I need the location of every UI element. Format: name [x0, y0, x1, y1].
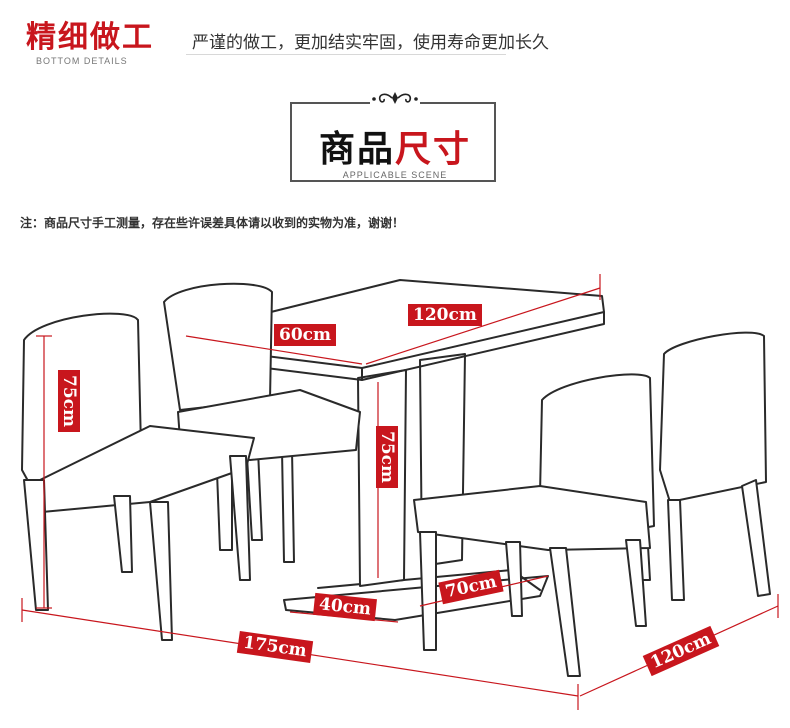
size-emblem: 商品尺寸 APPLICABLE SCENE [290, 92, 500, 186]
chair-front-right-leg-d [625, 539, 647, 627]
chair-front-right-leg-c [549, 547, 581, 677]
header: 精细做工 BOTTOM DETAILS 严谨的做工，更加结实牢固，使用寿命更加长… [0, 0, 790, 80]
section-title: 精细做工 [26, 20, 154, 55]
chair-front-right-leg-b [505, 541, 523, 617]
emblem-frame: 商品尺寸 APPLICABLE SCENE [290, 102, 496, 182]
furniture-line-drawing [21, 274, 779, 710]
emblem-subtitle: APPLICABLE SCENE [342, 170, 448, 180]
emblem-title-black: 商品 [318, 128, 395, 170]
chair-front-left-leg-d [229, 455, 251, 581]
chair-front-left-leg-c [149, 501, 173, 641]
chair-back-right-back [659, 331, 767, 503]
chair-front-left-leg-b [113, 495, 133, 573]
emblem-title: 商品尺寸 [292, 120, 498, 172]
dim-label-table-width: 60cm [274, 324, 336, 346]
dim-label-table-length: 120cm [408, 304, 482, 326]
chair-front-right-leg-a [419, 531, 437, 651]
table-top-edge-right [361, 311, 605, 381]
dim-label-table-height: 75cm [376, 426, 398, 488]
header-divider [186, 54, 506, 55]
dim-line-table-length [365, 287, 601, 365]
chair-front-right-seat [413, 485, 651, 551]
section-subtitle: 严谨的做工，更加结实牢固，使用寿命更加长久 [192, 33, 549, 53]
dim-label-chair-height: 75cm [58, 370, 80, 432]
dim-line-table-width [185, 335, 363, 365]
chair-back-right-leg-a [667, 499, 685, 601]
chair-front-left-leg-a [23, 479, 49, 611]
emblem-title-red: 尺寸 [395, 128, 472, 170]
chair-back-right-leg-b [741, 479, 771, 597]
chair-back-left-back [163, 282, 273, 411]
measurement-note: 注：商品尺寸手工测量，存在些许误差具体请以收到的实物为准，谢谢！ [20, 216, 405, 230]
flourish-ornament-icon [370, 92, 420, 104]
section-title-en: BOTTOM DETAILS [36, 56, 128, 66]
